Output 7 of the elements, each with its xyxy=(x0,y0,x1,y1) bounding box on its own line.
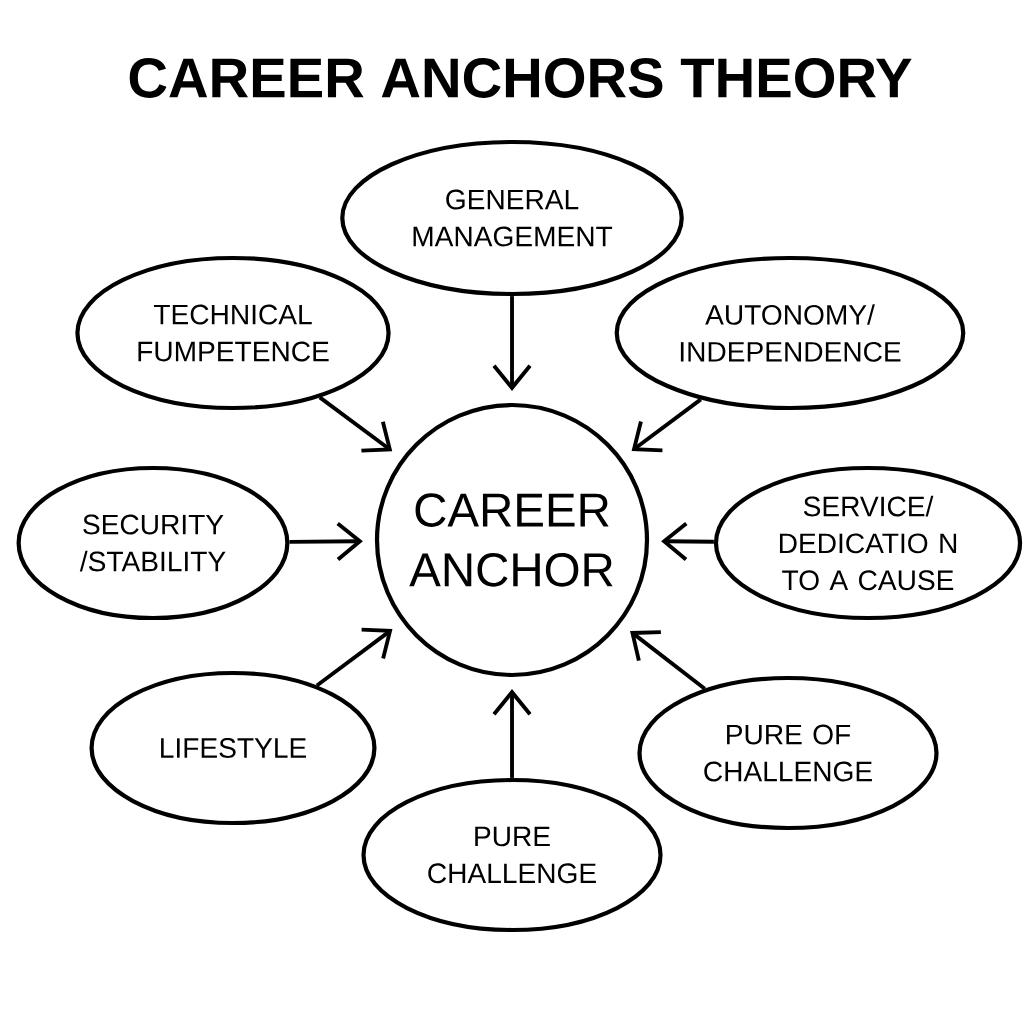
title: CAREER ANCHORS THEORY xyxy=(129,58,912,98)
arrow xyxy=(631,397,702,453)
arrow xyxy=(630,630,706,691)
arrow xyxy=(315,627,393,687)
arrow xyxy=(492,296,532,391)
arrow xyxy=(492,689,532,778)
arrow xyxy=(318,395,393,453)
